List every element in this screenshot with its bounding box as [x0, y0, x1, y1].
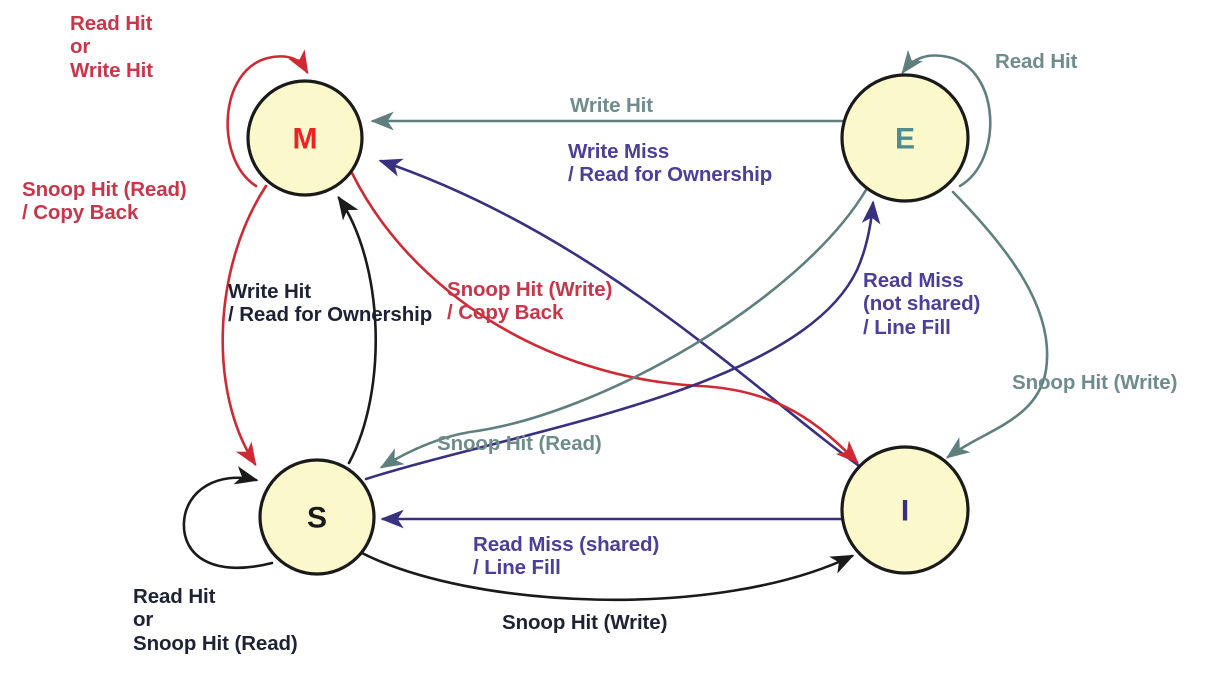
state-node-i[interactable]: I	[840, 445, 970, 575]
edge-label-i-to-s: Read Miss (shared) / Line Fill	[473, 533, 660, 580]
edge-s-to-m	[337, 195, 377, 465]
edge-label-s-to-e: Read Miss (not shared) / Line Fill	[863, 269, 981, 339]
state-label-e: E	[895, 123, 915, 156]
edge-m-to-s	[221, 184, 268, 467]
edge-label-m-to-s: Snoop Hit (Read) / Copy Back	[22, 178, 187, 225]
edge-s-to-e	[364, 200, 881, 481]
state-label-s: S	[307, 502, 327, 535]
edge-label-e-self: Read Hit	[995, 50, 1078, 73]
state-circle-i[interactable]	[840, 445, 970, 575]
edge-e-self	[901, 49, 992, 188]
edge-e-to-i	[945, 190, 1049, 459]
state-circle-e[interactable]	[840, 73, 970, 203]
state-node-e[interactable]: E	[840, 73, 970, 203]
edge-label-e-to-i: Snoop Hit (Write)	[1012, 371, 1178, 394]
edge-e-to-s	[379, 188, 868, 469]
state-label-m: M	[293, 123, 318, 156]
edge-label-s-self: Read Hit or Snoop Hit (Read)	[133, 585, 298, 655]
state-node-m[interactable]: M	[246, 79, 364, 197]
edge-label-e-to-m: Write Hit	[570, 94, 654, 117]
edge-s-to-i	[356, 549, 855, 602]
state-circle-s[interactable]	[258, 458, 376, 576]
edge-label-e-to-s: Snoop Hit (Read)	[437, 432, 602, 455]
edge-label-m-to-i: Snoop Hit (Write) / Copy Back	[447, 278, 613, 325]
state-circle-m[interactable]	[246, 79, 364, 197]
edge-m-self	[226, 49, 309, 188]
edge-m-to-i	[350, 171, 859, 464]
edge-label-m-self: Read Hit or Write Hit	[70, 12, 154, 82]
edge-label-s-to-m: Write Hit / Read for Ownership	[228, 280, 433, 327]
edge-label-i-to-m: Write Miss / Read for Ownership	[568, 140, 773, 187]
edge-label-s-to-i: Snoop Hit (Write)	[502, 611, 668, 634]
state-label-i: I	[901, 495, 909, 528]
edge-i-to-m	[378, 158, 864, 470]
state-node-s[interactable]: S	[258, 458, 376, 576]
edge-s-self	[182, 466, 274, 570]
